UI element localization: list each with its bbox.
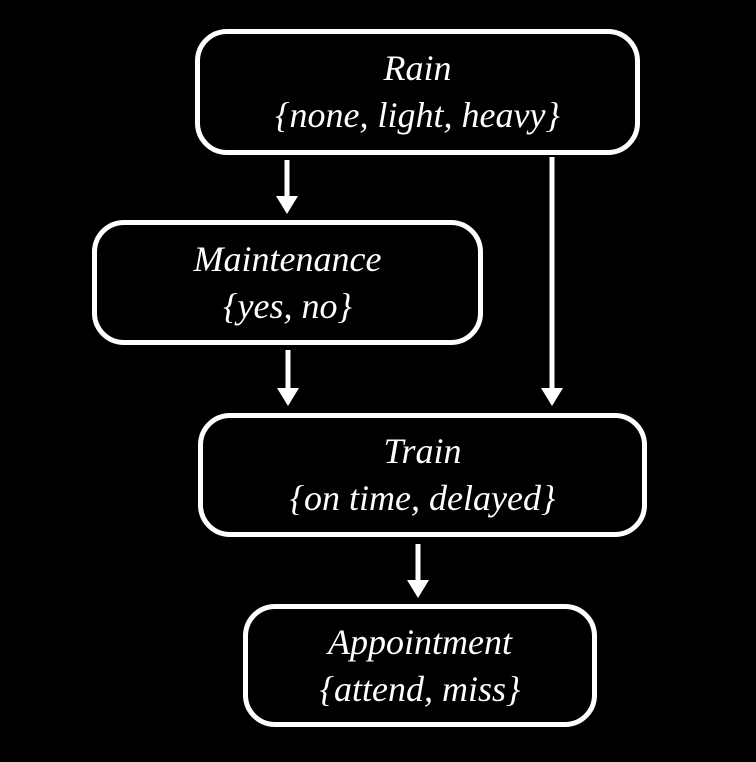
node-train-values: {on time, delayed} — [289, 478, 556, 518]
node-appointment-values: {attend, miss} — [319, 668, 521, 709]
node-rain-label: Rain — [383, 48, 452, 89]
node-appointment: Appointment {attend, miss} — [243, 604, 597, 727]
node-appointment-label: Appointment — [328, 621, 512, 662]
node-train: Train {on time, delayed} — [198, 413, 647, 537]
edge-rain-to-maintenance-arrow-icon — [276, 160, 298, 214]
edge-train-to-appointment-arrow-icon — [407, 544, 429, 598]
node-maintenance-values: {yes, no} — [223, 285, 352, 326]
node-rain: Rain {none, light, heavy} — [195, 29, 640, 155]
edge-rain-to-train-arrow-icon — [541, 157, 563, 406]
node-rain-values: {none, light, heavy} — [275, 95, 560, 135]
node-maintenance: Maintenance {yes, no} — [92, 220, 483, 345]
node-maintenance-label: Maintenance — [193, 238, 382, 279]
edge-maintenance-to-train-arrow-icon — [277, 350, 299, 406]
node-train-label: Train — [383, 431, 462, 472]
